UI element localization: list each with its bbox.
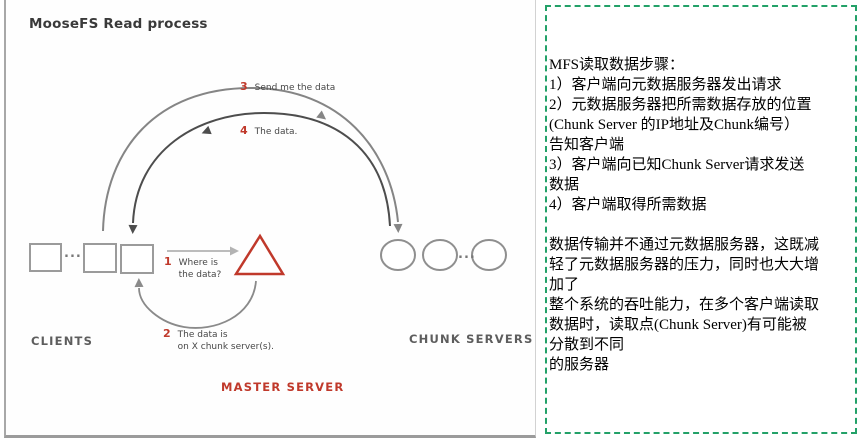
- note-line: 数据传输并不通过元数据服务器，这既减: [549, 237, 820, 253]
- note-line: 数据时，读取点(Chunk Server)有可能被: [549, 317, 807, 333]
- chunk-server-circle-icon: [422, 239, 458, 271]
- client-square-icon: [83, 243, 117, 273]
- step2-text: The data is on X chunk server(s).: [178, 328, 274, 353]
- client-square-icon: [120, 244, 154, 274]
- master-server-triangle-icon: [233, 233, 286, 276]
- note-line: 分散到不同: [549, 337, 625, 353]
- chunk-server-circle-icon: [471, 239, 507, 271]
- master-server-label: MASTER SERVER: [221, 380, 345, 394]
- note-line: (Chunk Server 的IP地址及Chunk编号）: [549, 117, 799, 133]
- step2-number: 2: [163, 327, 171, 340]
- note-line: 告知客户端: [549, 137, 625, 153]
- step2-text-line1: The data is: [177, 330, 228, 340]
- arrowhead-step3-end-icon: [393, 223, 403, 233]
- moosefs-diagram-panel: MooseFS Read process ... ...: [4, 0, 536, 438]
- note-line: 1）客户端向元数据服务器发出请求: [549, 77, 782, 93]
- diagram-title: MooseFS Read process: [29, 16, 208, 32]
- step1-text-line2: the data?: [178, 270, 222, 280]
- chunk-servers-ellipsis: ...: [458, 247, 476, 262]
- note-line: 的服务器: [549, 357, 610, 373]
- diagram-canvas: ... ...: [29, 86, 507, 329]
- arrowhead-step4-mid-icon: [201, 125, 212, 135]
- note-line: 整个系统的吞吐能力，在多个客户端读取: [549, 297, 820, 313]
- step4-number: 4: [240, 124, 248, 137]
- note-line: 轻了元数据服务器的压力，同时也大大增: [549, 257, 820, 273]
- step4-text: The data.: [254, 127, 298, 137]
- note-line: 2）元数据服务器把所需数据存放的位置: [549, 97, 812, 113]
- step1-text: Where is the data?: [179, 256, 222, 281]
- note-line: MFS读取数据步骤：: [549, 57, 685, 73]
- clients-ellipsis: ...: [64, 246, 82, 261]
- arrowhead-step3-mid-icon: [316, 110, 327, 120]
- notes-panel: MFS读取数据步骤： 1）客户端向元数据服务器发出请求 2）元数据服务器把所需数…: [545, 5, 857, 434]
- step2-label: 2 The data is on X chunk server(s).: [163, 328, 274, 353]
- step1-label: 1 Where is the data?: [164, 256, 221, 281]
- step1-number: 1: [164, 255, 172, 268]
- step3-number: 3: [240, 80, 248, 93]
- arrow-step4: [132, 111, 391, 227]
- step3-label: 3 Send me the data: [240, 81, 335, 94]
- arrowhead-step2-icon: [134, 278, 144, 288]
- arrowhead-step4-end-icon: [128, 224, 138, 234]
- note-line: 加了: [549, 277, 580, 293]
- note-line: [549, 215, 854, 235]
- client-square-icon: [29, 243, 62, 272]
- note-line: 3）客户端向已知Chunk Server请求发送: [549, 157, 805, 173]
- arrow-step3: [102, 86, 399, 232]
- clients-label: CLIENTS: [31, 334, 94, 348]
- step2-text-line2: on X chunk server(s).: [177, 342, 274, 352]
- arrowhead-step1-icon: [230, 246, 239, 256]
- step3-text: Send me the data: [254, 83, 336, 93]
- arrow-step2: [138, 280, 257, 329]
- step4-label: 4 The data.: [240, 125, 297, 138]
- step1-text-line1: Where is: [178, 258, 218, 268]
- chunk-servers-label: CHUNK SERVERS: [409, 332, 534, 346]
- note-line: 4）客户端取得所需数据: [549, 197, 707, 213]
- chunk-server-circle-icon: [380, 239, 416, 271]
- note-line: 数据: [549, 177, 580, 193]
